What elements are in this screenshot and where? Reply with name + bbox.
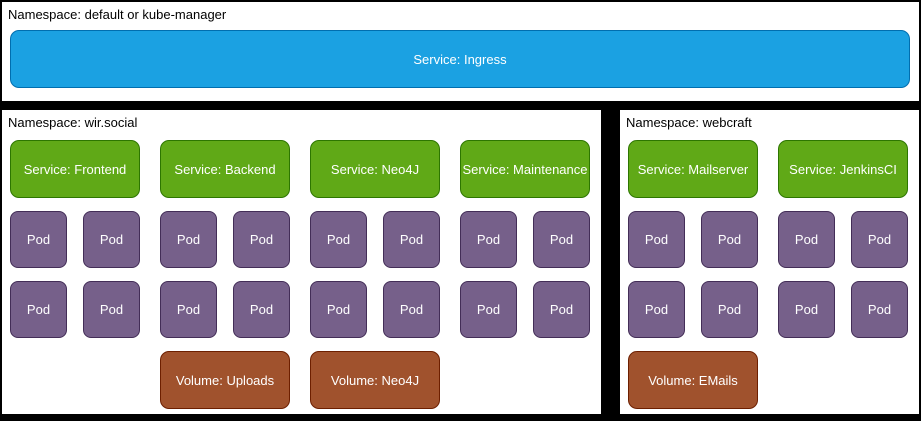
pod-box: Pod — [533, 281, 590, 338]
volume-box: Volume: Neo4J — [310, 351, 440, 409]
service-box: Service: Mailserver — [628, 140, 758, 198]
service-box: Service: Neo4J — [310, 140, 440, 198]
pod-row: Pod Pod — [310, 281, 440, 338]
pod-box: Pod — [10, 211, 67, 268]
pod-box: Pod — [701, 281, 758, 338]
pod-row: Pod Pod — [310, 211, 440, 268]
pod-box: Pod — [160, 281, 217, 338]
pod-row: Pod Pod — [10, 211, 140, 268]
pod-row: Pod Pod — [160, 211, 290, 268]
pod-box: Pod — [10, 281, 67, 338]
pod-box: Pod — [533, 211, 590, 268]
pod-box: Pod — [310, 211, 367, 268]
namespace-container-default: Namespace: default or kube-manager Servi… — [2, 2, 919, 101]
namespace-label: Namespace: webcraft — [626, 115, 752, 130]
pod-box: Pod — [460, 281, 517, 338]
service-box-ingress: Service: Ingress — [10, 30, 910, 88]
pod-box: Pod — [778, 211, 835, 268]
pod-row: Pod Pod — [628, 211, 758, 268]
pod-box: Pod — [778, 281, 835, 338]
pod-box: Pod — [310, 281, 367, 338]
service-box: Service: Maintenance — [460, 140, 590, 198]
pod-row: Pod Pod — [628, 281, 758, 338]
namespace-label: Namespace: wir.social — [8, 115, 138, 130]
pod-box: Pod — [83, 211, 140, 268]
service-box: Service: Frontend — [10, 140, 140, 198]
pod-row: Pod Pod — [778, 211, 908, 268]
pod-row: Pod Pod — [160, 281, 290, 338]
pod-row: Pod Pod — [10, 281, 140, 338]
namespace-label: Namespace: default or kube-manager — [8, 7, 227, 22]
pod-box: Pod — [701, 211, 758, 268]
pod-box: Pod — [83, 281, 140, 338]
pod-box: Pod — [851, 281, 908, 338]
pod-box: Pod — [460, 211, 517, 268]
volume-box: Volume: EMails — [628, 351, 758, 409]
pod-box: Pod — [383, 281, 440, 338]
pod-row: Pod Pod — [778, 281, 908, 338]
pod-row: Pod Pod — [460, 211, 590, 268]
service-box: Service: Backend — [160, 140, 290, 198]
pod-box: Pod — [851, 211, 908, 268]
pod-box: Pod — [233, 281, 290, 338]
volume-box: Volume: Uploads — [160, 351, 290, 409]
pod-box: Pod — [628, 211, 685, 268]
pod-box: Pod — [233, 211, 290, 268]
service-box: Service: JenkinsCI — [778, 140, 908, 198]
pod-box: Pod — [383, 211, 440, 268]
pod-box: Pod — [628, 281, 685, 338]
pod-box: Pod — [160, 211, 217, 268]
pod-row: Pod Pod — [460, 281, 590, 338]
